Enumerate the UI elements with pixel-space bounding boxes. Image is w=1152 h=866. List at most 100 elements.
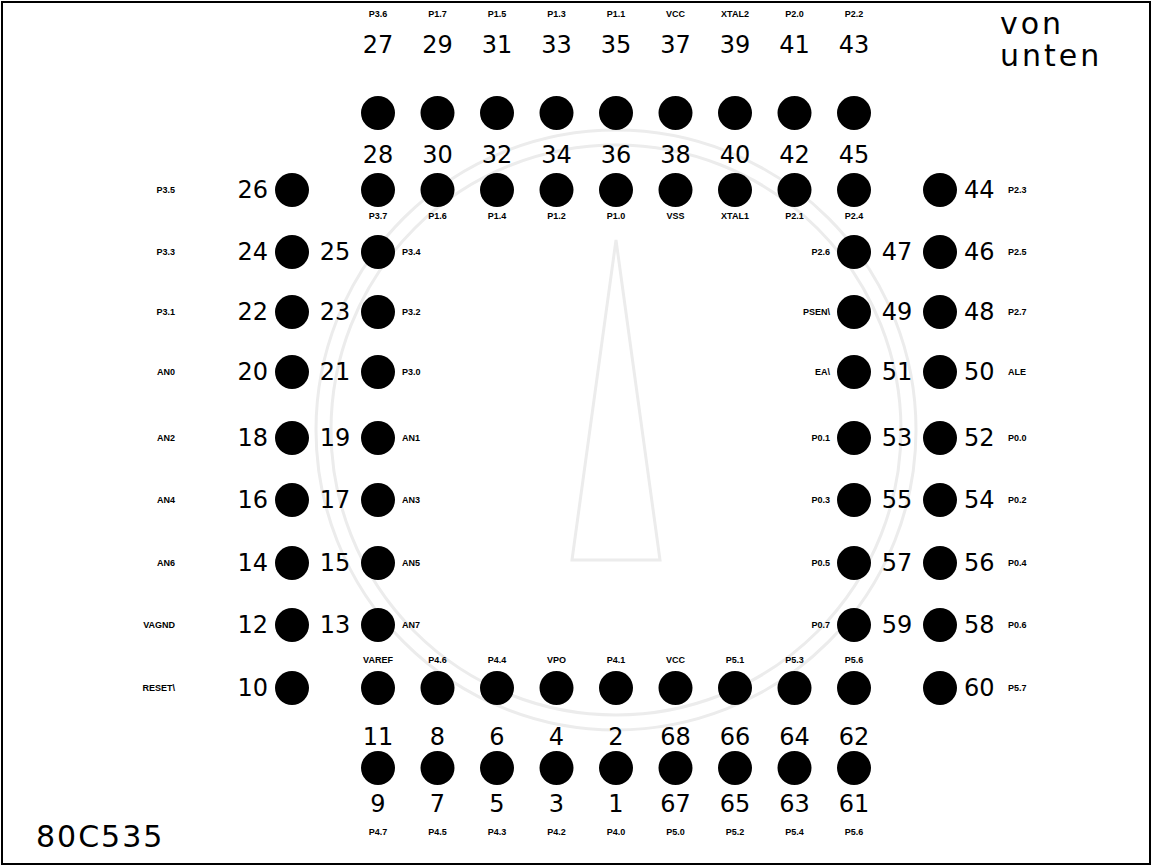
watermark-emblem	[316, 130, 916, 730]
pin-number: 55	[882, 488, 913, 512]
pin-pad	[480, 671, 514, 705]
pin-number: 11	[363, 725, 394, 749]
pin-pad	[421, 751, 455, 785]
pin-pad	[659, 96, 693, 130]
signal-name: P3.4	[402, 248, 421, 257]
pin-pad	[540, 671, 574, 705]
signal-name: AN7	[402, 621, 420, 630]
pin-pad	[923, 546, 957, 580]
pin-number: 30	[422, 143, 453, 167]
pin-pad	[837, 751, 871, 785]
pin-number: 31	[482, 33, 513, 57]
signal-name: P2.0	[785, 10, 804, 19]
signal-name: P4.2	[547, 828, 566, 837]
signal-name: AN4	[157, 496, 175, 505]
pin-number: 47	[882, 240, 913, 264]
pin-pad	[599, 96, 633, 130]
signal-name: P1.7	[428, 10, 447, 19]
pin-pad	[837, 355, 871, 389]
pin-number: 40	[720, 143, 751, 167]
pin-number: 35	[601, 33, 632, 57]
pin-pad	[480, 173, 514, 207]
signal-name: P1.6	[428, 212, 447, 221]
pin-pad	[837, 173, 871, 207]
pin-pad	[778, 96, 812, 130]
pin-number: 27	[363, 33, 394, 57]
pin-number: 5	[489, 792, 504, 816]
signal-name: VAREF	[363, 656, 393, 665]
signal-name: P4.4	[488, 656, 507, 665]
pin-pad	[275, 173, 309, 207]
signal-name: AN0	[157, 368, 175, 377]
pin-pad	[599, 751, 633, 785]
signal-name: P4.5	[428, 828, 447, 837]
pin-number: 68	[660, 725, 691, 749]
signal-name: P4.3	[488, 828, 507, 837]
pin-number: 16	[237, 488, 268, 512]
signal-name: P1.4	[488, 212, 507, 221]
signal-name: VAGND	[143, 621, 175, 630]
signal-name: RESET\	[142, 684, 175, 693]
signal-name: P5.6	[845, 828, 864, 837]
pin-pad	[361, 751, 395, 785]
signal-name: P3.7	[369, 212, 388, 221]
pin-number: 12	[237, 613, 268, 637]
signal-name: P2.7	[1008, 308, 1027, 317]
pin-number: 64	[779, 725, 810, 749]
pin-pad	[275, 295, 309, 329]
pin-pad	[837, 671, 871, 705]
pin-number: 45	[839, 143, 870, 167]
pin-pad	[923, 173, 957, 207]
pin-pad	[480, 751, 514, 785]
signal-name: VCC	[666, 10, 685, 19]
pin-number: 24	[237, 240, 268, 264]
pin-pad	[361, 546, 395, 580]
signal-name: P0.3	[811, 496, 830, 505]
pin-pad	[361, 671, 395, 705]
pin-number: 6	[489, 725, 504, 749]
pin-number: 22	[237, 300, 268, 324]
signal-name: PSEN\	[803, 308, 830, 317]
signal-name: P0.1	[811, 434, 830, 443]
pin-pad	[480, 96, 514, 130]
pin-number: 60	[964, 676, 995, 700]
pin-pad	[923, 671, 957, 705]
pin-pad	[778, 173, 812, 207]
pin-number: 59	[882, 613, 913, 637]
pin-pad	[659, 751, 693, 785]
pin-pad	[718, 751, 752, 785]
pin-pad	[659, 173, 693, 207]
pin-number: 18	[237, 426, 268, 450]
signal-name: P3.2	[402, 308, 421, 317]
pin-number: 44	[964, 178, 995, 202]
view-note: von unten	[1000, 8, 1140, 71]
pin-pad	[275, 355, 309, 389]
chip-title: 80C535	[36, 822, 164, 852]
pin-pad	[923, 295, 957, 329]
signal-name: P1.2	[547, 212, 566, 221]
signal-name: P0.5	[811, 559, 830, 568]
signal-name: P0.2	[1008, 496, 1027, 505]
pin-number: 65	[720, 792, 751, 816]
signal-name: P2.2	[845, 10, 864, 19]
pin-pad	[837, 608, 871, 642]
pin-number: 67	[660, 792, 691, 816]
signal-name: P3.1	[156, 308, 175, 317]
signal-name: P2.6	[811, 248, 830, 257]
signal-name: VSS	[666, 212, 684, 221]
pin-pad	[361, 235, 395, 269]
signal-name: P2.1	[785, 212, 804, 221]
pin-number: 54	[964, 488, 995, 512]
pin-pad	[421, 671, 455, 705]
pin-number: 61	[839, 792, 870, 816]
pin-number: 3	[549, 792, 564, 816]
pin-number: 58	[964, 613, 995, 637]
pin-pad	[778, 751, 812, 785]
signal-name: P0.0	[1008, 434, 1027, 443]
signal-name: P3.5	[156, 186, 175, 195]
pin-pad	[361, 355, 395, 389]
pin-number: 19	[320, 426, 351, 450]
signal-name: P4.7	[369, 828, 388, 837]
pin-number: 8	[430, 725, 445, 749]
